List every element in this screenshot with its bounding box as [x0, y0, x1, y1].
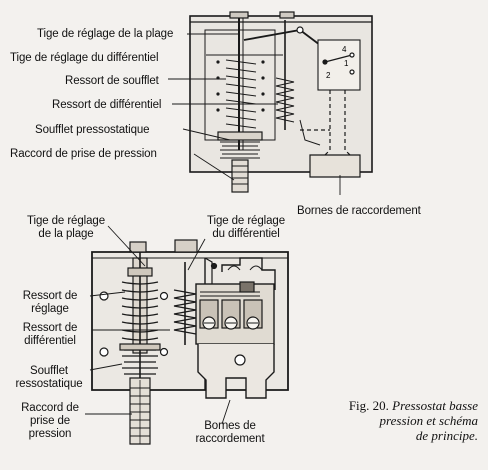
label-bottom-diff-spring-line1: Ressort de [22, 322, 78, 334]
label-bottom-range-rod-line1: Tige de réglage [27, 215, 105, 227]
label-pressure-fitting: Raccord de prise de pression [10, 148, 157, 160]
figure-caption: Fig. 20. Pressostat basse pression et sc… [296, 398, 478, 443]
label-bottom-terminals-line2: raccordement [195, 433, 265, 445]
caption-line1: Fig. 20. Pressostat basse [296, 398, 478, 413]
label-bottom-adj-spring-line2: réglage [31, 303, 69, 315]
label-diff-rod: Tige de réglage du différentiel [10, 52, 159, 64]
label-bottom-diff-rod: Tige de réglage du différentiel [192, 215, 300, 241]
label-bottom-diff-spring-line2: différentiel [24, 335, 76, 347]
label-terminals-top: Bornes de raccordement [297, 205, 421, 217]
caption-line3: de principe. [415, 428, 478, 443]
label-bottom-bellows-line1: Soufflet [30, 365, 68, 377]
label-range-rod: Tige de réglage de la plage [37, 28, 174, 40]
label-bottom-diff-rod-line2: du différentiel [212, 228, 280, 240]
label-bottom-range-rod-line2: de la plage [38, 228, 94, 240]
label-bottom-fitting: Raccord de prise de pression [10, 402, 90, 441]
label-bottom-bellows-line2: ressostatique [15, 378, 83, 390]
label-bottom-bellows: Soufflet ressostatique [6, 365, 92, 391]
caption-line2: pression et schéma [379, 413, 478, 428]
label-bottom-diff-spring: Ressort de différentiel [10, 322, 90, 348]
label-bellows: Soufflet pressostatique [35, 124, 150, 136]
contact-mark-2: 2 [326, 71, 331, 80]
label-bottom-terminals: Bornes de raccordement [180, 420, 280, 446]
label-diff-spring: Ressort de différentiel [52, 99, 162, 111]
contact-mark-1: 1 [344, 59, 349, 68]
label-bellows-spring: Ressort de soufflet [65, 75, 159, 87]
caption-line1-italic: Pressostat basse [392, 398, 478, 413]
label-bottom-terminals-line1: Bornes de [204, 420, 256, 432]
label-bottom-adj-spring: Ressort de réglage [10, 290, 90, 316]
label-bottom-fitting-line1: Raccord de [21, 402, 79, 414]
label-bottom-fitting-line3: pression [28, 428, 72, 440]
label-bottom-range-rod: Tige de réglage de la plage [12, 215, 120, 241]
label-bottom-fitting-line2: prise de [29, 415, 71, 427]
caption-fig-number: Fig. 20. [348, 398, 389, 413]
contact-mark-4: 4 [342, 45, 347, 54]
label-bottom-diff-rod-line1: Tige de réglage [207, 215, 285, 227]
label-bottom-adj-spring-line1: Ressort de [22, 290, 78, 302]
